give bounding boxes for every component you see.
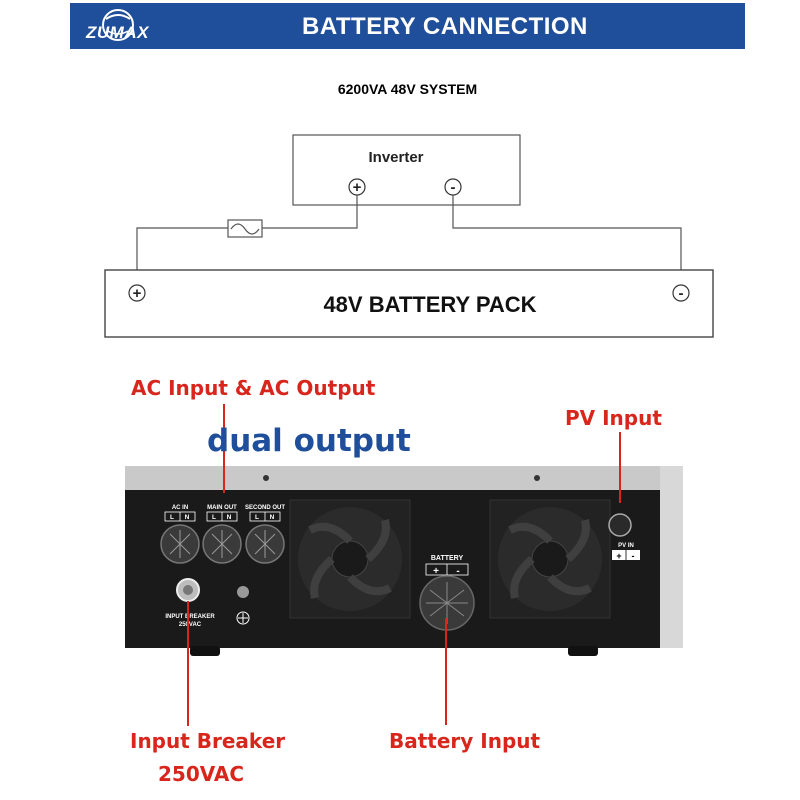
battery-port-neg: - — [456, 566, 459, 577]
ac-terminal-lns — [164, 511, 281, 522]
foot-left — [190, 646, 220, 656]
breaker-text-1: INPUT BREAKER — [165, 614, 215, 620]
battery-positive-terminal — [128, 284, 146, 302]
fan-left — [289, 499, 411, 619]
ground-screw — [237, 586, 249, 598]
battery-port-label: BATTERY — [431, 555, 464, 562]
breaker-text-2: 250VAC — [179, 622, 202, 628]
pv-neg: - — [632, 551, 635, 561]
input-breaker-callout: Input Breaker — [130, 729, 286, 753]
pv-in-label: PV IN — [618, 543, 634, 549]
ground-symbol-icon — [236, 611, 250, 625]
positive-wire — [262, 195, 358, 229]
ac-input-output-callout: AC Input & AC Output — [131, 376, 376, 400]
dual-output-callout: dual output — [207, 423, 411, 459]
negative-wire — [452, 195, 682, 270]
battery-port-pos: + — [433, 566, 439, 577]
ac-in-label: AC IN — [172, 505, 188, 511]
main-out-n: N — [227, 514, 232, 521]
main-out-label: MAIN OUT — [207, 505, 237, 511]
battery-negative-symbol: - — [679, 285, 684, 302]
zumax-logo — [102, 9, 134, 41]
header-banner: ZUMAX BATTERY CANNECTION — [70, 3, 745, 49]
ac-terminal-block: AC IN MAIN OUT SECOND OUT — [172, 505, 286, 511]
pv-cable-gland — [608, 513, 632, 537]
screw-right — [534, 475, 540, 481]
second-out-label: SECOND OUT — [245, 505, 285, 511]
fuse-symbol — [230, 223, 260, 235]
inverter-negative-symbol: - — [451, 179, 456, 196]
battery-input-callout: Battery Input — [389, 729, 541, 753]
screw-left — [263, 475, 269, 481]
main-out-l: L — [212, 514, 216, 521]
second-out-l: L — [255, 514, 259, 521]
system-label: 6200VA 48V SYSTEM — [337, 81, 478, 97]
inverter-box — [292, 134, 521, 206]
ac-cable-glands — [160, 524, 285, 564]
page-title: BATTERY CANNECTION — [302, 13, 588, 40]
panel-right-cap — [660, 466, 683, 648]
foot-right — [568, 646, 598, 656]
pv-input-callout: PV Input — [565, 406, 662, 430]
ac-in-l: L — [170, 514, 174, 521]
battery-pack-box — [104, 269, 714, 338]
positive-wire-battery — [136, 227, 228, 270]
logo-text: ZUMAX — [86, 23, 149, 42]
battery-positive-symbol: + — [133, 285, 142, 302]
inverter-label: Inverter — [368, 149, 423, 166]
inverter-positive-symbol: + — [353, 179, 362, 196]
second-out-n: N — [270, 514, 275, 521]
battery-negative-terminal — [672, 284, 690, 302]
ac-in-n: N — [185, 514, 190, 521]
breaker-center — [183, 585, 193, 595]
input-breaker-rating-callout: 250VAC — [158, 762, 245, 786]
inverter-back-panel: AC IN MAIN OUT SECOND OUT L N L N L N IN… — [125, 466, 683, 656]
wiring-diagram: Inverter + - + - 48V BATTERY PACK — [104, 134, 714, 338]
battery-pack-label: 48V BATTERY PACK — [323, 292, 536, 317]
pv-pos: + — [616, 551, 621, 561]
panel-top-strip — [125, 466, 683, 490]
battery-gland-lines — [426, 582, 468, 624]
fan-right — [489, 499, 611, 619]
